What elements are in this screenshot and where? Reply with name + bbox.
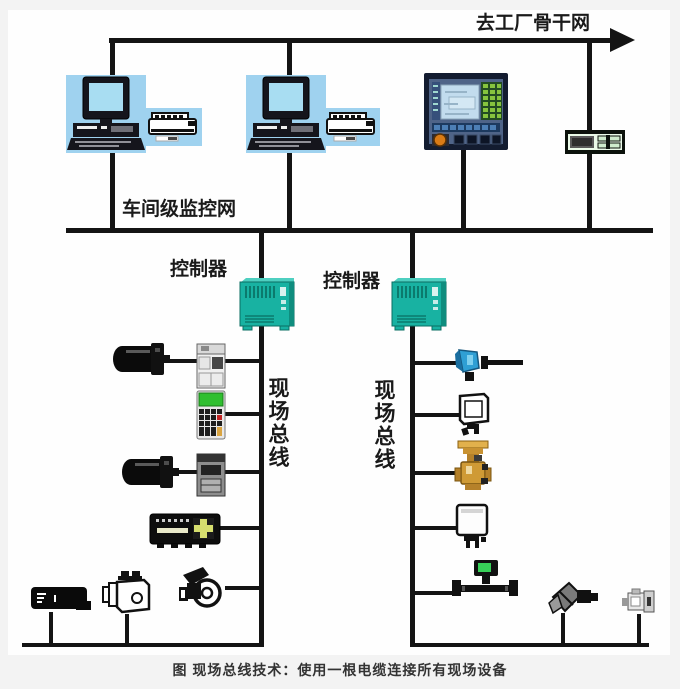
workstation1-icon xyxy=(67,76,145,152)
bottom-right-bus-line xyxy=(411,643,649,647)
small-motor-icon xyxy=(618,587,656,615)
stub-transmitter-bus xyxy=(413,526,457,530)
stub-pump-bus xyxy=(225,586,262,590)
motor2-icon xyxy=(119,455,181,489)
stub-rack-bus xyxy=(219,526,262,530)
printer1-icon xyxy=(148,112,200,142)
drop-line-hmi xyxy=(461,148,466,232)
drive1-icon xyxy=(196,343,226,389)
level-sensor-icon xyxy=(456,392,490,436)
stub-flowmeter-bus xyxy=(413,591,455,595)
workshop-bus-line xyxy=(66,228,653,233)
flowmeter-icon xyxy=(452,559,518,601)
fieldbus-left-label: 现场总线 xyxy=(266,377,290,469)
stub-motor1-drive1 xyxy=(168,359,198,363)
stub-drive2-bus xyxy=(224,470,262,474)
figure-caption: 图 现场总线技术：使用一根电缆连接所有现场设备 xyxy=(172,662,508,678)
workshop-network-label: 车间级监控网 xyxy=(122,199,237,220)
transmitter-icon xyxy=(454,503,490,549)
gear-pump-icon xyxy=(547,579,599,617)
operator-keypad-icon xyxy=(196,390,226,440)
stub-level-bus xyxy=(413,413,459,417)
stub-keypad-bus xyxy=(224,412,262,416)
controller-left-label: 控制器 xyxy=(170,259,228,280)
stub-motor2-drive2 xyxy=(176,470,198,474)
drop-camera xyxy=(125,614,129,645)
stub-sensor-bus xyxy=(413,361,461,365)
control-valve-icon xyxy=(454,440,492,492)
bottom-left-bus-line xyxy=(22,643,263,647)
drop-scanner xyxy=(49,612,53,645)
motor1-icon xyxy=(111,342,171,376)
controller-right-label: 控制器 xyxy=(323,271,381,292)
barcode-scanner-icon xyxy=(30,584,92,614)
drop-small-motor xyxy=(637,614,641,645)
fieldbus-left-line xyxy=(259,231,264,647)
pressure-sensor-icon xyxy=(453,348,523,382)
fieldbus-right-label: 现场总线 xyxy=(372,379,396,471)
controller-left-icon xyxy=(230,274,298,332)
backbone-bus-line xyxy=(109,38,614,43)
stub-valve-bus xyxy=(413,471,457,475)
backbone-network-label: 去工厂骨干网 xyxy=(476,13,591,34)
fieldbus-right-line xyxy=(410,231,415,647)
pump-icon xyxy=(177,565,227,611)
stub-drive1-bus xyxy=(224,359,262,363)
workstation2-icon xyxy=(247,76,325,152)
printer2-icon xyxy=(326,112,378,142)
network-bridge-icon xyxy=(565,130,625,154)
controller-right-icon xyxy=(382,274,450,332)
io-rack-icon xyxy=(149,511,221,549)
drive2-icon xyxy=(196,453,226,497)
camera-icon xyxy=(101,570,153,616)
hmi-panel-icon xyxy=(424,73,508,150)
drop-pump2 xyxy=(561,613,565,645)
arrow-right-icon xyxy=(610,28,635,52)
